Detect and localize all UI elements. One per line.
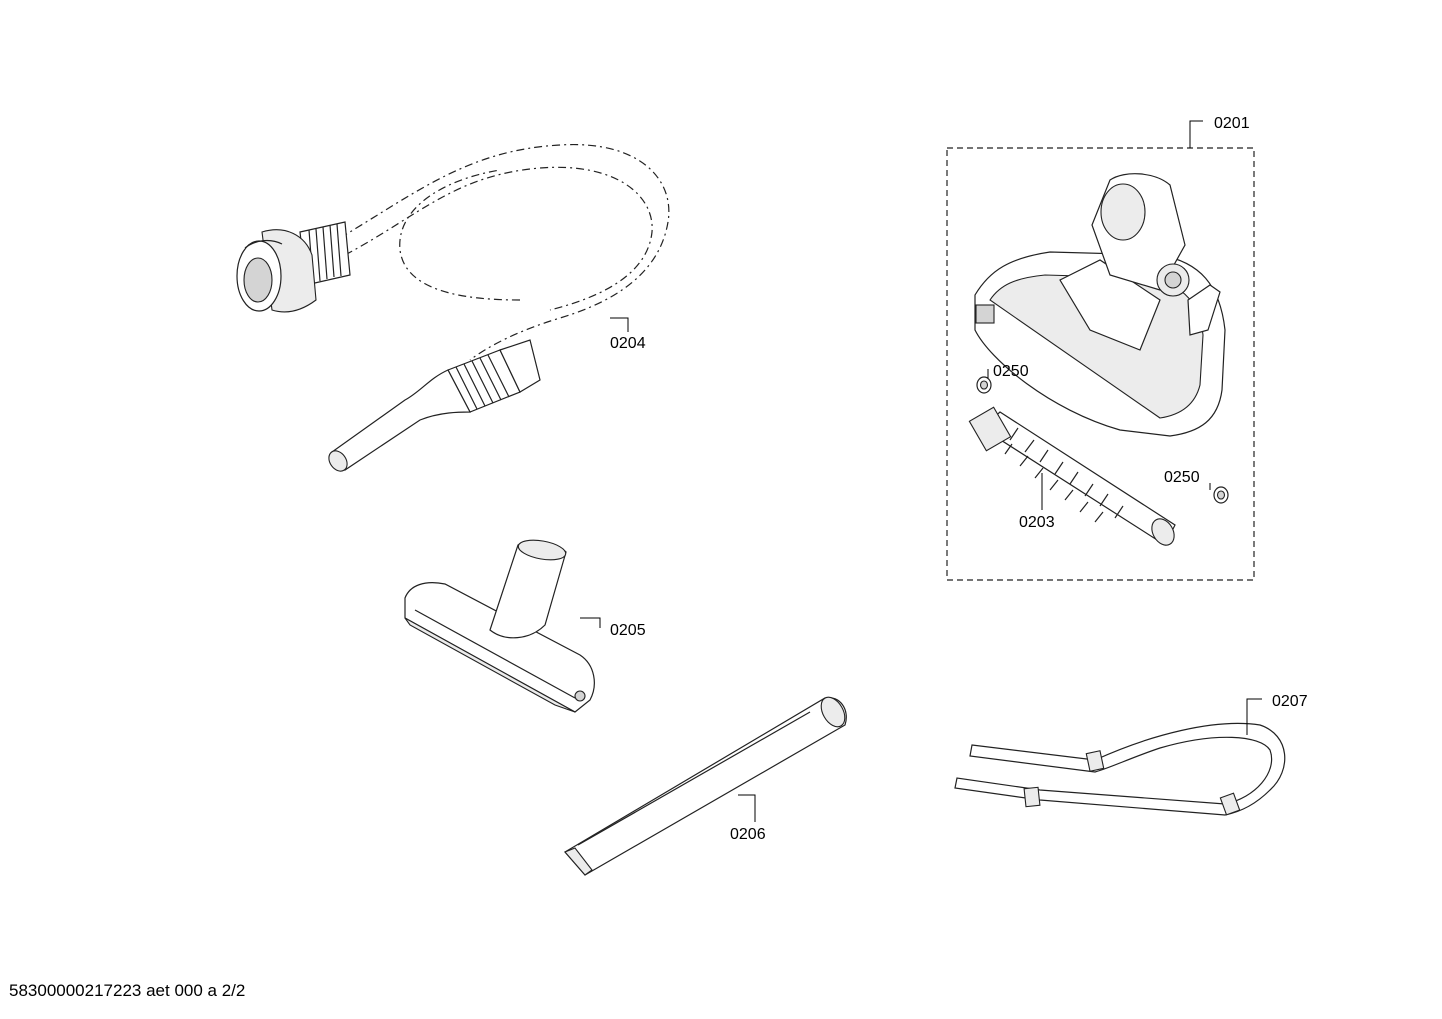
bushing-left	[976, 376, 992, 394]
label-0205: 0205	[610, 622, 646, 639]
hose-nozzle-tip	[328, 369, 471, 472]
electric-brush-head	[974, 173, 1226, 437]
label-0250-right: 0250	[1164, 469, 1200, 486]
label-0201: 0201	[1214, 115, 1250, 132]
assembly-box-0201	[946, 147, 1255, 581]
shoulder-strap	[954, 722, 1286, 816]
bushing-right	[1213, 486, 1229, 504]
label-0250-left: 0250	[993, 363, 1029, 380]
brush-roll	[968, 406, 1176, 546]
label-0204: 0204	[610, 335, 646, 352]
label-0203: 0203	[1019, 514, 1055, 531]
label-0206: 0206	[730, 826, 766, 843]
hose-connector	[236, 229, 317, 313]
document-code: 58300000217223 aet 000 a 2/2	[9, 981, 246, 1000]
hose-assembly	[236, 144, 670, 472]
leader-lines	[580, 120, 1262, 822]
hose-corrugation-bottom	[447, 339, 541, 413]
label-0207: 0207	[1272, 693, 1308, 710]
crevice-tool	[564, 696, 847, 876]
upholstery-nozzle	[404, 539, 595, 713]
